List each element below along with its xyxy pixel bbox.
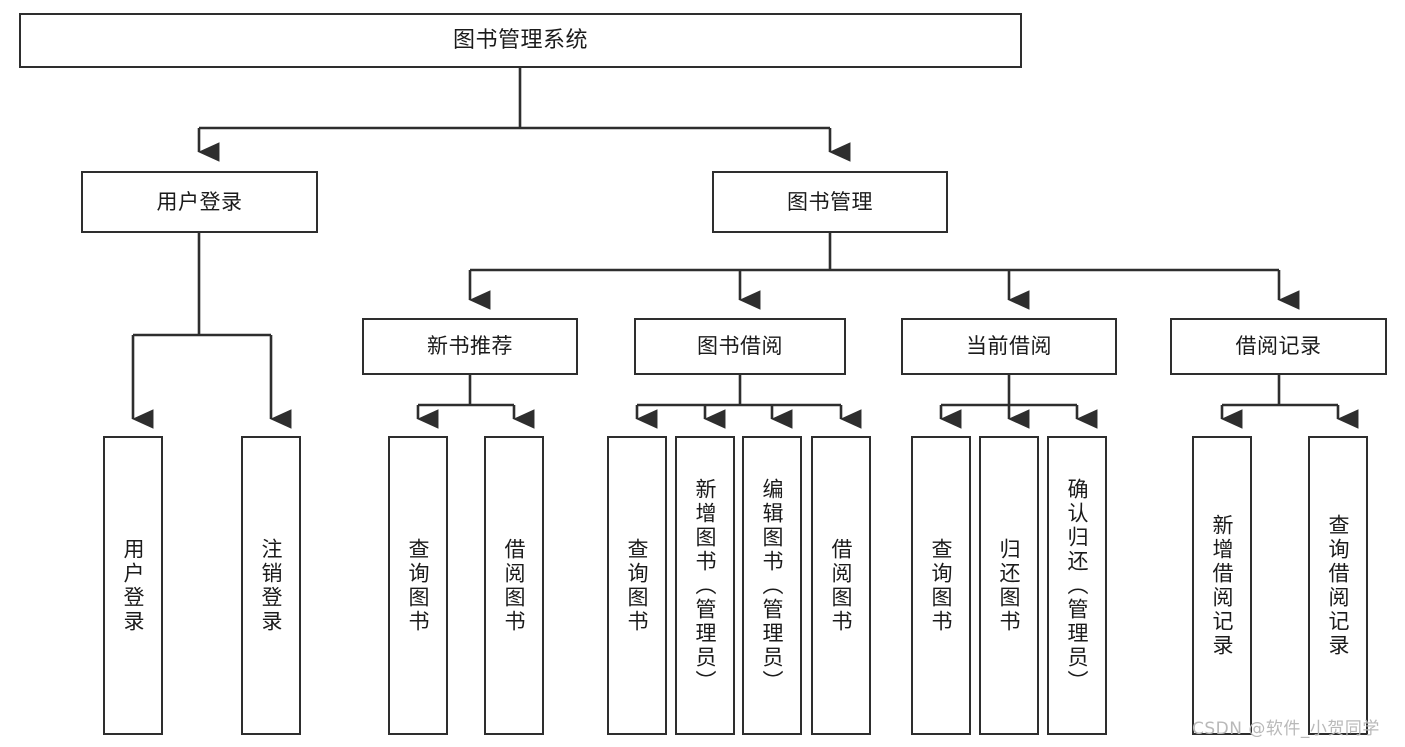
node-leaf-query-book-3-label: 查询图书 [929, 537, 954, 634]
node-leaf-borrow-book-2-label: 借阅图书 [829, 537, 854, 634]
node-root[interactable]: 图书管理系统 [19, 13, 1022, 68]
node-leaf-edit-book[interactable]: 编辑图书（管理员） [742, 436, 802, 735]
node-user-login[interactable]: 用户登录 [81, 171, 318, 233]
node-leaf-user-login-label: 用户登录 [121, 537, 146, 634]
node-leaf-add-record[interactable]: 新增借阅记录 [1192, 436, 1252, 735]
node-leaf-confirm-return[interactable]: 确认归还（管理员） [1047, 436, 1107, 735]
node-leaf-query-record[interactable]: 查询借阅记录 [1308, 436, 1368, 735]
node-leaf-query-book-2[interactable]: 查询图书 [607, 436, 667, 735]
watermark-text: CSDN @软件_小贺同学 [1192, 719, 1380, 739]
node-book-manage-label: 图书管理 [787, 189, 873, 214]
node-leaf-logout-login[interactable]: 注销登录 [241, 436, 301, 735]
node-leaf-borrow-book-1-label: 借阅图书 [502, 537, 527, 634]
node-new-book-recommend[interactable]: 新书推荐 [362, 318, 578, 375]
node-leaf-query-book-1-label: 查询图书 [406, 537, 431, 634]
node-root-label: 图书管理系统 [452, 27, 588, 53]
node-user-login-label: 用户登录 [156, 189, 243, 214]
node-book-manage[interactable]: 图书管理 [712, 171, 948, 233]
node-book-borrow[interactable]: 图书借阅 [634, 318, 846, 375]
node-leaf-add-book-label: 新增图书（管理员） [693, 477, 718, 694]
node-leaf-query-record-label: 查询借阅记录 [1326, 513, 1351, 658]
node-leaf-query-book-2-label: 查询图书 [625, 537, 650, 634]
node-borrow-record-label: 借阅记录 [1235, 334, 1322, 359]
node-book-borrow-label: 图书借阅 [697, 334, 783, 359]
node-leaf-add-book[interactable]: 新增图书（管理员） [675, 436, 735, 735]
node-current-borrow[interactable]: 当前借阅 [901, 318, 1117, 375]
node-current-borrow-label: 当前借阅 [966, 334, 1052, 359]
node-borrow-record[interactable]: 借阅记录 [1170, 318, 1387, 375]
node-new-book-recommend-label: 新书推荐 [427, 334, 513, 359]
node-leaf-borrow-book-2[interactable]: 借阅图书 [811, 436, 871, 735]
node-leaf-edit-book-label: 编辑图书（管理员） [760, 477, 785, 694]
node-leaf-return-book-label: 归还图书 [997, 537, 1022, 634]
node-leaf-return-book[interactable]: 归还图书 [979, 436, 1039, 735]
node-leaf-confirm-return-label: 确认归还（管理员） [1065, 477, 1090, 694]
node-leaf-query-book-1[interactable]: 查询图书 [388, 436, 448, 735]
node-leaf-logout-login-label: 注销登录 [259, 537, 284, 634]
node-leaf-add-record-label: 新增借阅记录 [1210, 513, 1235, 658]
node-leaf-query-book-3[interactable]: 查询图书 [911, 436, 971, 735]
node-leaf-user-login[interactable]: 用户登录 [103, 436, 163, 735]
node-leaf-borrow-book-1[interactable]: 借阅图书 [484, 436, 544, 735]
